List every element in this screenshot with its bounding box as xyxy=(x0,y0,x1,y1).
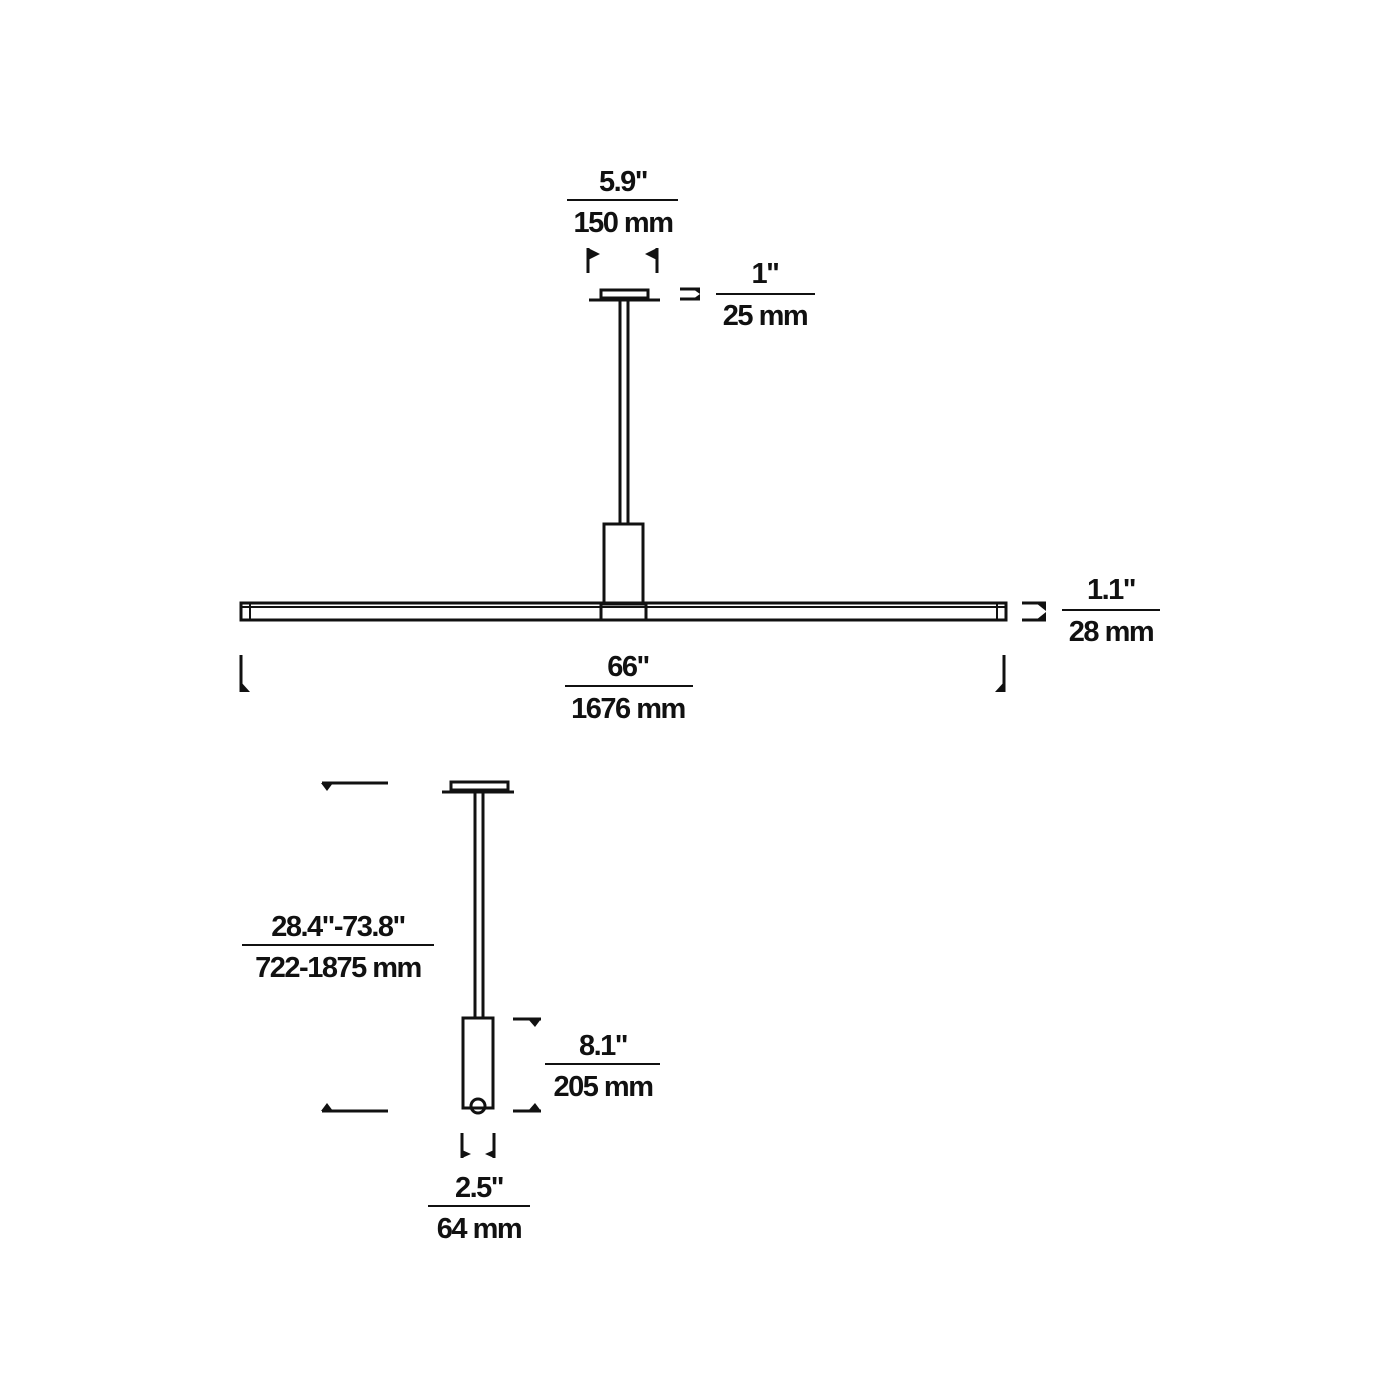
housing-width-dimension: 2.5" 64 mm xyxy=(428,1133,530,1245)
housing-width-imperial: 2.5" xyxy=(455,1172,503,1204)
canopy-height-dimension: 1" 25 mm xyxy=(680,258,815,332)
side-canopy xyxy=(442,780,514,794)
bar-height-metric: 28 mm xyxy=(1069,616,1153,648)
overall-width-imperial: 66" xyxy=(607,651,649,683)
bar-height-imperial: 1.1" xyxy=(1087,574,1135,606)
overall-height-imperial: 28.4"-73.8" xyxy=(271,911,405,943)
side-view: 28.4"-73.8" 722-1875 mm 8.1" 205 mm 2.5"… xyxy=(242,780,660,1245)
housing-width-metric: 64 mm xyxy=(437,1213,521,1245)
housing-height-imperial: 8.1" xyxy=(579,1030,627,1062)
overall-height-metric: 722-1875 mm xyxy=(255,952,421,984)
canopy-width-imperial: 5.9" xyxy=(599,166,647,198)
canopy-width-metric: 150 mm xyxy=(573,207,672,239)
canopy-width-dimension: 5.9" 150 mm xyxy=(567,166,678,273)
side-housing xyxy=(461,1016,495,1110)
canopy-height-imperial: 1" xyxy=(752,258,779,290)
bar-height-dimension: 1.1" 28 mm xyxy=(1022,574,1160,648)
front-view: 5.9" 150 mm 1" 25 mm 1.1" 28 mm xyxy=(239,166,1160,725)
lens-circle xyxy=(469,1097,487,1115)
stem xyxy=(618,300,630,525)
housing-height-metric: 205 mm xyxy=(553,1071,652,1103)
overall-width-metric: 1676 mm xyxy=(571,693,685,725)
light-bar xyxy=(239,601,1008,622)
canopy xyxy=(589,288,660,302)
overall-width-dimension: 66" 1676 mm xyxy=(239,651,1006,725)
side-stem xyxy=(473,792,485,1018)
overall-height-dimension: 28.4"-73.8" 722-1875 mm xyxy=(242,781,434,1113)
driver-housing xyxy=(602,522,645,606)
housing-height-dimension: 8.1" 205 mm xyxy=(513,1017,660,1113)
canopy-height-metric: 25 mm xyxy=(723,300,807,332)
